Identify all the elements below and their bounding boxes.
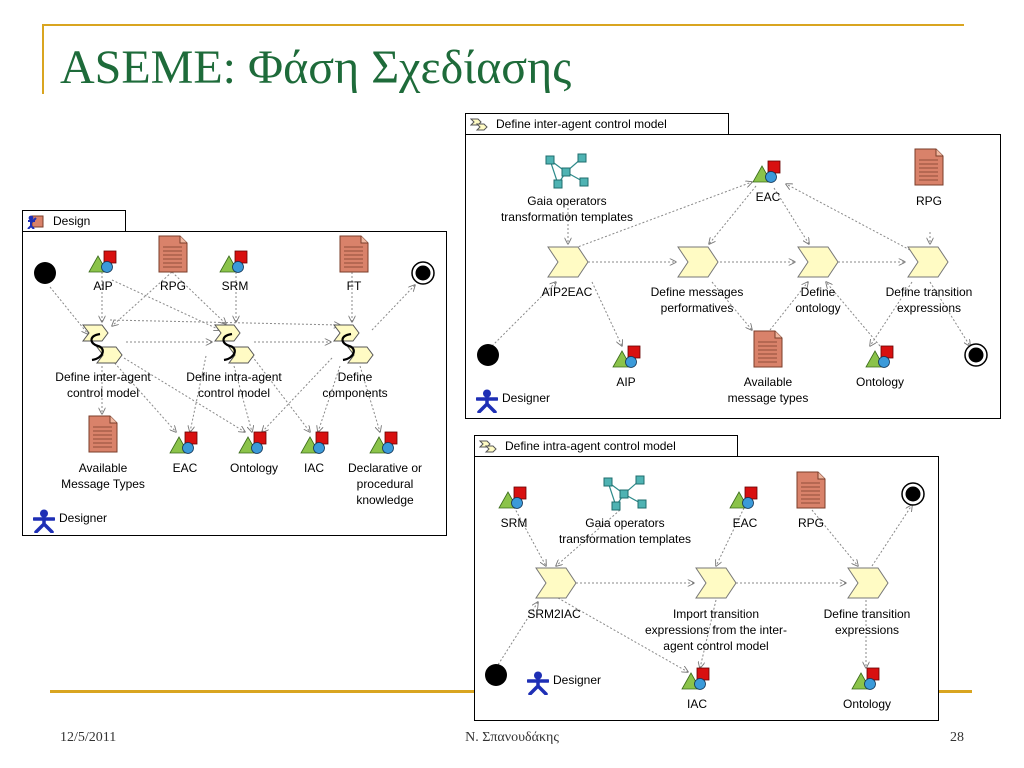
- label-srm: SRM: [221, 279, 249, 293]
- work-product-icon: [498, 486, 527, 509]
- work-product-icon: [300, 431, 329, 454]
- label-aip: AIP: [616, 375, 636, 389]
- work-product-icon: [369, 431, 398, 454]
- label-rpg: RPG: [797, 516, 825, 530]
- design-panel: [22, 231, 447, 536]
- label-rpg: RPG: [159, 279, 187, 293]
- label-ontology: Ontology: [229, 461, 279, 475]
- designer-role-icon: [476, 389, 498, 413]
- document-icon: [88, 415, 118, 453]
- composite-activity-icon: [333, 324, 374, 364]
- activity-icon: [547, 246, 589, 278]
- work-product-icon: [238, 431, 267, 454]
- label-aip: AIP: [93, 279, 113, 293]
- label-rpg: RPG: [915, 194, 943, 208]
- design-process-icon: [27, 215, 44, 229]
- document-icon: [796, 471, 826, 509]
- network-icon: [545, 153, 589, 189]
- work-product-icon: [169, 431, 198, 454]
- label-import-transition-expressions: Import transition expressions from the i…: [644, 607, 788, 653]
- design-tab-label: Design: [53, 214, 91, 228]
- composite-activity-icon: [82, 324, 123, 364]
- label-available-message-types: Available message types: [727, 375, 809, 405]
- network-icon: [603, 475, 647, 511]
- start-node-icon: [477, 344, 499, 366]
- footer-author: Ν. Σπανουδάκης: [465, 730, 559, 745]
- work-product-icon: [612, 345, 641, 368]
- activity-icon: [535, 567, 577, 599]
- slide-title: ASEME: Φάση Σχεδίασης: [60, 41, 572, 94]
- document-icon: [339, 235, 369, 273]
- end-node-icon: [964, 343, 988, 367]
- intra-agent-tab: Define intra-agent control model: [474, 435, 738, 457]
- work-product-icon: [865, 345, 894, 368]
- footer-date: 12/5/2011: [60, 730, 117, 745]
- activity-icon: [797, 246, 839, 278]
- work-product-icon: [88, 250, 117, 273]
- label-eac: EAC: [172, 461, 198, 475]
- label-available-message-types: Available Message Types: [61, 461, 145, 491]
- designer-role-icon: [33, 509, 55, 533]
- work-product-icon: [851, 667, 880, 690]
- label-gaia-templates: Gaia operators transformation templates: [500, 194, 634, 224]
- start-node-icon: [34, 262, 56, 284]
- label-ontology: Ontology: [855, 375, 905, 389]
- design-tab: Design: [22, 210, 126, 232]
- document-icon: [753, 330, 783, 368]
- activity-icon: [695, 567, 737, 599]
- process-icon: [470, 118, 488, 131]
- label-designer: Designer: [59, 511, 108, 525]
- label-srm2iac: SRM2IAC: [527, 607, 581, 621]
- inter-agent-tab: Define inter-agent control model: [465, 113, 729, 135]
- label-declarative-knowledge: Declarative or procedural knowledge: [347, 461, 423, 507]
- activity-icon: [677, 246, 719, 278]
- activity-icon: [907, 246, 949, 278]
- label-designer: Designer: [553, 673, 602, 687]
- label-define-intra-agent: Define intra-agent control model: [186, 370, 282, 400]
- label-define-transition-expressions: Define transition expressions: [823, 607, 911, 637]
- label-srm: SRM: [500, 516, 528, 530]
- end-node-icon: [901, 482, 925, 506]
- label-define-ontology: Define ontology: [795, 285, 841, 315]
- document-icon: [914, 148, 944, 186]
- document-icon: [158, 235, 188, 273]
- label-iac: IAC: [686, 697, 708, 711]
- start-node-icon: [485, 664, 507, 686]
- activity-icon: [847, 567, 889, 599]
- designer-role-icon: [527, 671, 549, 695]
- left-accent-line: [42, 24, 44, 94]
- intra-agent-tab-label: Define intra-agent control model: [505, 439, 676, 453]
- label-define-messages-performatives: Define messages performatives: [650, 285, 744, 315]
- top-accent-line: [42, 24, 964, 26]
- inter-agent-tab-label: Define inter-agent control model: [496, 117, 667, 131]
- label-ft: FT: [346, 279, 362, 293]
- label-aip2eac: AIP2EAC: [541, 285, 593, 299]
- process-icon: [479, 440, 497, 453]
- work-product-icon: [729, 486, 758, 509]
- label-iac: IAC: [303, 461, 325, 475]
- label-define-inter-agent: Define inter-agent control model: [55, 370, 151, 400]
- work-product-icon: [752, 160, 781, 183]
- label-eac: EAC: [755, 190, 781, 204]
- composite-activity-icon: [214, 324, 255, 364]
- work-product-icon: [219, 250, 248, 273]
- label-ontology: Ontology: [842, 697, 892, 711]
- label-gaia-templates: Gaia operators transformation templates: [558, 516, 692, 546]
- label-eac: EAC: [732, 516, 758, 530]
- end-node-icon: [411, 261, 435, 285]
- footer-page-number: 28: [950, 730, 964, 745]
- label-designer: Designer: [502, 391, 551, 405]
- label-define-components: Define components: [322, 370, 388, 400]
- work-product-icon: [681, 667, 710, 690]
- label-define-transition-expressions: Define transition expressions: [885, 285, 973, 315]
